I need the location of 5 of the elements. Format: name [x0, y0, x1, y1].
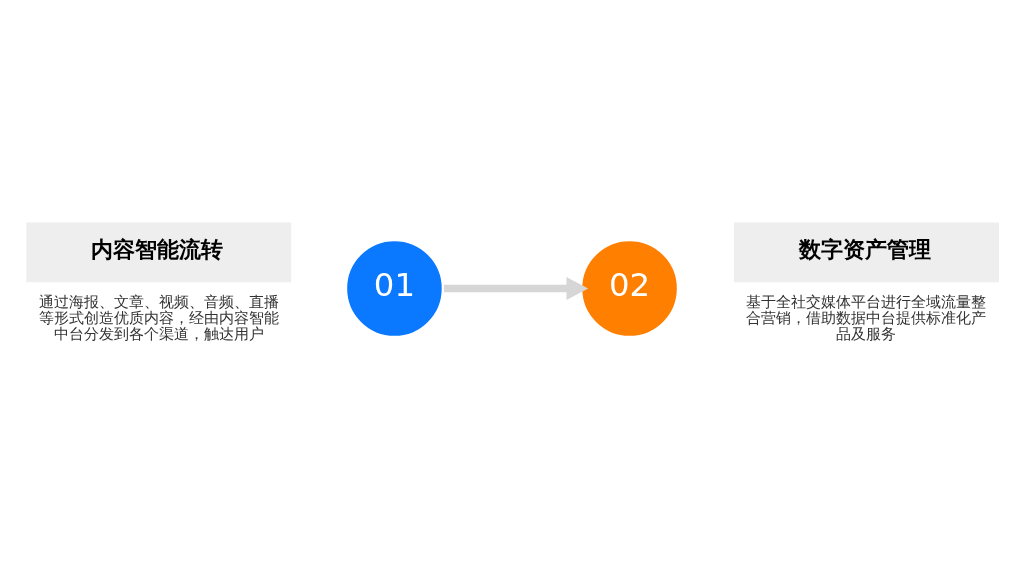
arrow: [443, 276, 589, 300]
node-label: 内容智能流转: [90, 235, 223, 262]
node-label: 基于全社交媒体平台进行全域流量整合营销，借助数据中台提供标准化产品及服务: [746, 292, 987, 343]
node-label: 数字资产管理: [798, 235, 931, 262]
node-label: 通过海报、文章、视频、音频、直播等形式创造优质内容，经由内容智能中台分发到各个渠道，触达用户: [38, 292, 279, 343]
